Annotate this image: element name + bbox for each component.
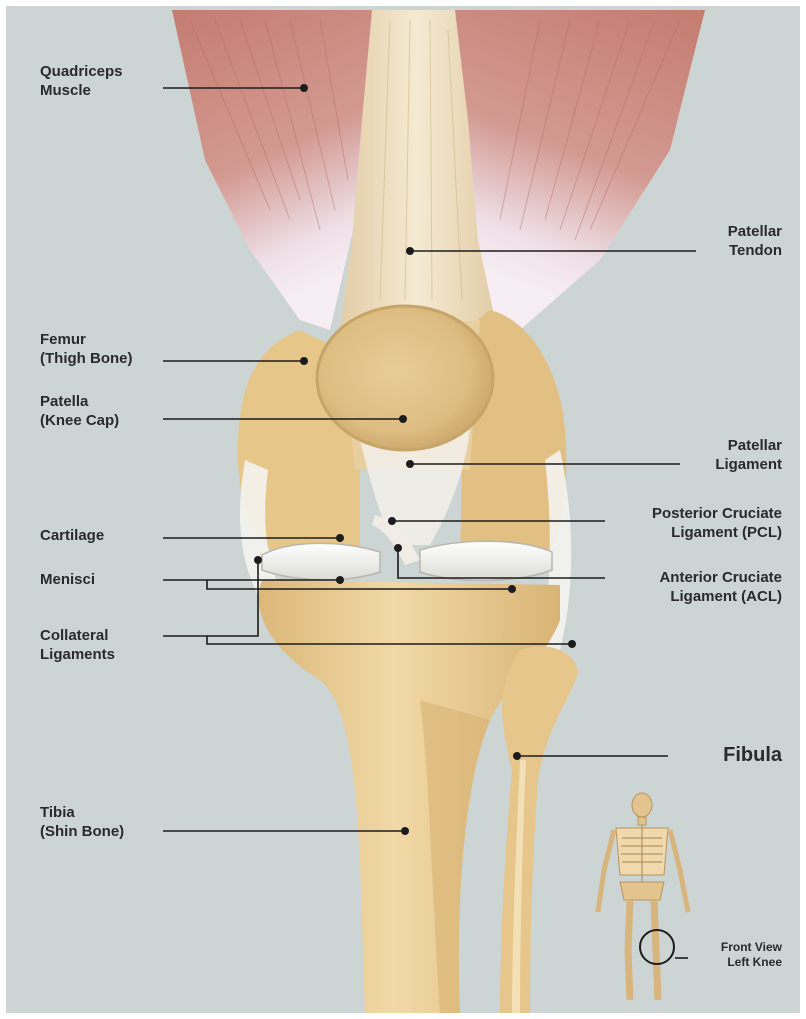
label-front-view: Front View Left Knee <box>721 940 782 970</box>
label-tibia: Tibia (Shin Bone) <box>40 803 124 841</box>
label-pcl: Posterior Cruciate Ligament (PCL) <box>652 504 782 542</box>
patella <box>317 306 493 450</box>
label-acl: Anterior Cruciate Ligament (ACL) <box>659 568 782 606</box>
label-patella: Patella (Knee Cap) <box>40 392 119 430</box>
label-femur: Femur (Thigh Bone) <box>40 330 132 368</box>
meniscus-medial <box>420 541 552 580</box>
label-quadriceps: Quadriceps Muscle <box>40 62 123 100</box>
meniscus-lateral <box>262 543 380 579</box>
label-patellar-ligament: Patellar Ligament <box>715 436 782 474</box>
label-menisci: Menisci <box>40 570 95 589</box>
label-fibula: Fibula <box>723 744 782 766</box>
label-cartilage: Cartilage <box>40 526 104 545</box>
label-patellar-tendon: Patellar Tendon <box>728 222 782 260</box>
label-collateral: Collateral Ligaments <box>40 626 115 664</box>
